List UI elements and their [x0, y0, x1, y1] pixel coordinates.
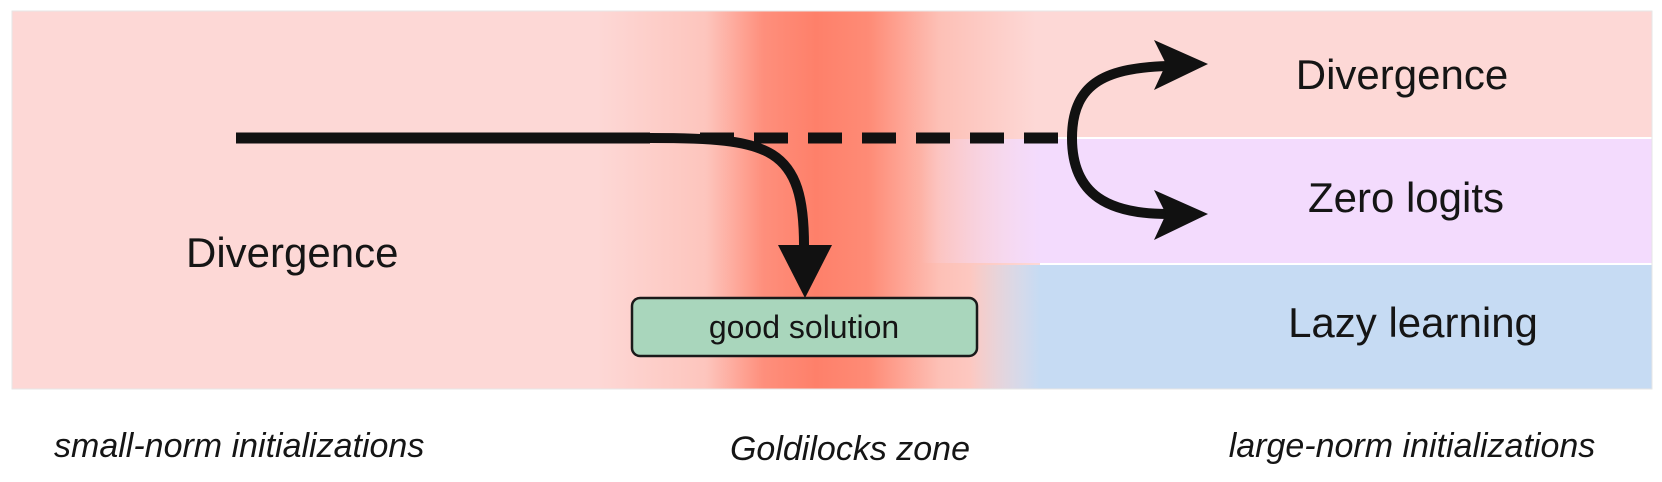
- lazy-learning-fade: [970, 265, 1040, 389]
- divergence-arrowhead: [1154, 40, 1208, 90]
- convergence-arrowhead: [778, 245, 832, 298]
- solution-box-label: good solution: [709, 309, 899, 345]
- zero-logits-arrowhead: [1154, 190, 1208, 240]
- solution-box-rect: [630, 296, 979, 358]
- left-divergence-label: Divergence: [186, 229, 398, 276]
- zero-logits-region: [1040, 139, 1652, 263]
- zero-logits-fade: [920, 139, 1040, 263]
- lazy-learning-label: Lazy learning: [1288, 299, 1538, 346]
- trajectory-arrows: [236, 61, 1169, 251]
- goldilocks-zone-axis-label: Goldilocks zone: [730, 430, 970, 468]
- background-bands: [11, 10, 1653, 390]
- zero-logits-branch-curve: [1067, 137, 1169, 219]
- right-divergence-label: Divergence: [1296, 51, 1508, 98]
- lazy-learning-region: [1040, 265, 1652, 389]
- arrowheads: [778, 40, 1208, 298]
- zero-logits-label: Zero logits: [1308, 174, 1504, 221]
- divergence-branch-curve: [1067, 61, 1169, 139]
- good-solution-box: good solution: [630, 296, 979, 358]
- diagram-frame: [11, 10, 1653, 390]
- small-norm-axis-label: small-norm initializations: [54, 427, 424, 465]
- large-norm-axis-label: large-norm initializations: [1229, 427, 1596, 465]
- convergence-arrow-curve: [649, 133, 810, 251]
